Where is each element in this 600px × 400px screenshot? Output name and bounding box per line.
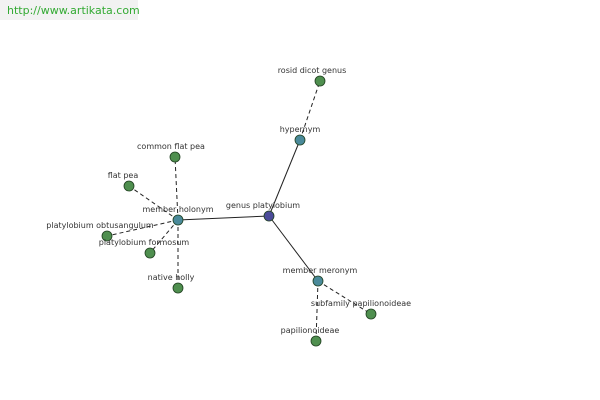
graph-labels: genus platylobium hypernym rosid dicot gen…	[46, 66, 411, 335]
node-subfamily-papilionoideae[interactable]	[365, 308, 377, 320]
label-subfamily-papilionoideae: subfamily papilionoideae	[311, 299, 411, 308]
label-native-holly: native holly	[148, 273, 195, 282]
node-member-meronym[interactable]	[312, 275, 324, 287]
node-hypernym[interactable]	[294, 134, 306, 146]
edge-member-holonym-to-platylobium-formosum	[149, 219, 179, 254]
edge-genus-platylobium-to-member-meronym	[268, 215, 319, 282]
node-papilionoideae[interactable]	[310, 335, 322, 347]
graph-edges	[106, 80, 372, 342]
node-platylobium-formosum[interactable]	[144, 247, 156, 259]
label-platylobium-formosum: platylobium formosum	[99, 238, 190, 247]
node-native-holly[interactable]	[172, 282, 184, 294]
label-papilionoideae: papilionoideae	[281, 326, 340, 335]
node-flat-pea[interactable]	[123, 180, 135, 192]
label-rosid-dicot-genus: rosid dicot genus	[278, 66, 347, 75]
edge-genus-platylobium-to-hypernym	[268, 139, 301, 217]
edge-genus-platylobium-to-member-holonym	[177, 215, 270, 221]
edge-hypernym-to-rosid-dicot-genus	[299, 80, 321, 141]
label-member-holonym: member holonym	[142, 205, 213, 214]
edge-member-holonym-to-platylobium-obtusangulum	[106, 219, 179, 237]
node-platylobium-obtusangulum[interactable]	[101, 230, 113, 242]
label-flat-pea: flat pea	[108, 171, 139, 180]
edge-member-meronym-to-papilionoideae	[315, 280, 319, 342]
label-member-meronym: member meronym	[283, 266, 358, 275]
watermark-url[interactable]: http://www.artikata.com	[0, 0, 140, 20]
node-common-flat-pea[interactable]	[169, 151, 181, 163]
node-member-holonym[interactable]	[172, 214, 184, 226]
node-rosid-dicot-genus[interactable]	[314, 75, 326, 87]
label-hypernym: hypernym	[280, 125, 321, 134]
label-common-flat-pea: common flat pea	[137, 142, 205, 151]
label-platylobium-obtusangulum: platylobium obtusangulum	[46, 221, 154, 230]
edge-member-holonym-to-flat-pea	[128, 185, 179, 221]
edge-member-holonym-to-common-flat-pea	[174, 156, 179, 221]
node-genus-platylobium[interactable]	[263, 210, 275, 222]
edge-member-meronym-to-subfamily-papilionoideae	[317, 280, 372, 315]
graph-nodes	[101, 75, 377, 347]
label-genus-platylobium: genus platylobium	[226, 201, 300, 210]
